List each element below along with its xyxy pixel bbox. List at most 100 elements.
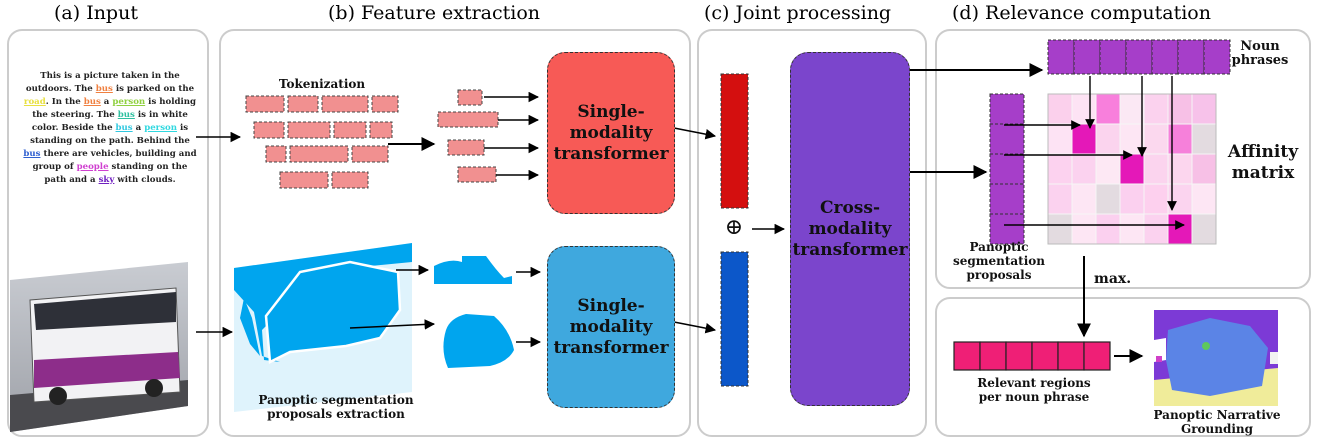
affinity-cell <box>1119 93 1145 125</box>
affinity-cell <box>1143 213 1169 245</box>
affinity-cell <box>1143 93 1169 125</box>
selected-token <box>437 111 499 128</box>
affinity-cell <box>1143 153 1169 185</box>
affinity-cell <box>1191 183 1217 215</box>
text-feature-bar <box>720 73 749 209</box>
affinity-cell <box>1071 123 1097 155</box>
caption-segment: there are vehicles, building and group o… <box>32 149 197 172</box>
highlighted-phrase: person <box>144 123 178 133</box>
affinity-cell <box>1071 213 1097 245</box>
affinity-cell <box>1071 93 1097 125</box>
bus-photo <box>10 262 188 432</box>
panoptic-proposal-cell <box>989 213 1025 245</box>
affinity-cell <box>1095 213 1121 245</box>
caption-segment: a <box>132 123 145 133</box>
caption-segment: is in white color. Beside the <box>31 110 188 133</box>
token <box>321 95 369 113</box>
noun-phrase-cell <box>1151 39 1179 75</box>
affinity-cell <box>1119 123 1145 155</box>
affinity-cell <box>1191 123 1217 155</box>
panoptic-proposals-bar <box>989 93 1025 245</box>
affinity-cell <box>1143 183 1169 215</box>
caption-segment: a <box>100 97 113 107</box>
relevant-region-cell <box>979 341 1007 371</box>
token-grid <box>245 95 399 189</box>
affinity-cell <box>1119 213 1145 245</box>
affinity-cell <box>1167 213 1193 245</box>
affinity-cell <box>1047 183 1073 215</box>
caption-segment: . In the <box>45 97 84 107</box>
affinity-cell <box>1047 123 1073 155</box>
affinity-cell <box>1071 153 1097 185</box>
relevant-region-cell <box>1057 341 1085 371</box>
selected-token <box>457 89 483 106</box>
highlighted-phrase: road <box>23 97 46 107</box>
affinity-cell <box>1095 93 1121 125</box>
relevant-region-cell <box>1083 341 1111 371</box>
noun-phrase-cell <box>1203 39 1231 75</box>
caption-segment: is holding the steering. The <box>32 97 197 120</box>
noun-phrase-cell <box>1099 39 1127 75</box>
noun-phrase-cell <box>1047 39 1075 75</box>
token <box>371 95 399 113</box>
highlighted-phrase: person <box>112 97 146 107</box>
affinity-cell <box>1095 123 1121 155</box>
noun-phrases-bar <box>1047 39 1231 75</box>
token <box>331 171 369 189</box>
affinity-cell <box>1095 153 1121 185</box>
section-title-joint: (c) Joint processing <box>704 2 892 24</box>
section-title-relevance: (d) Relevance computation <box>952 2 1211 24</box>
arrows <box>196 63 1144 363</box>
caption-segment: standing on the path and a <box>44 162 188 185</box>
token <box>333 121 367 139</box>
affinity-border <box>1047 93 1217 245</box>
highlighted-phrase: bus <box>115 123 133 133</box>
selected-token <box>447 139 485 156</box>
image-feature-bar <box>720 251 749 387</box>
token <box>265 145 287 163</box>
token <box>287 121 331 139</box>
input-caption-text: This is a picture taken in the outdoors.… <box>22 70 198 187</box>
highlighted-phrase: sky <box>98 175 115 185</box>
caption-segment: This is a picture taken in the outdoors.… <box>25 71 180 94</box>
mask-proposal-top <box>434 256 512 284</box>
affinity-arrows <box>1004 76 1185 230</box>
highlighted-phrase: bus <box>95 84 113 94</box>
token <box>287 95 319 113</box>
affinity-cell <box>1047 153 1073 185</box>
affinity-cell <box>1191 93 1217 125</box>
noun-phrase-cell <box>1125 39 1153 75</box>
caption-segment: with clouds. <box>114 175 176 185</box>
highlighted-phrase: bus <box>117 110 135 120</box>
caption-segment: is parked on the <box>112 84 195 94</box>
selected-token <box>457 166 497 183</box>
token <box>253 121 285 139</box>
affinity-cell <box>1119 153 1145 185</box>
token <box>289 145 349 163</box>
affinity-cell <box>1047 213 1073 245</box>
concat-plus-icon: ⊕ <box>724 215 744 240</box>
noun-phrase-cell <box>1177 39 1205 75</box>
token <box>279 171 329 189</box>
affinity-cell <box>1095 183 1121 215</box>
affinity-cell <box>1191 213 1217 245</box>
panoptic-proposal-cell <box>989 183 1025 215</box>
highlighted-phrase: bus <box>23 149 41 159</box>
caption-segment: is standing on the path. Behind the <box>30 123 190 146</box>
mask-proposal-bottom <box>443 314 514 368</box>
affinity-cell <box>1047 93 1073 125</box>
affinity-matrix <box>1047 93 1217 245</box>
panoptic-proposal-cell <box>989 153 1025 185</box>
noun-phrase-cell <box>1073 39 1101 75</box>
section-title-input: (a) Input <box>54 2 138 24</box>
relevant-region-cell <box>1031 341 1059 371</box>
